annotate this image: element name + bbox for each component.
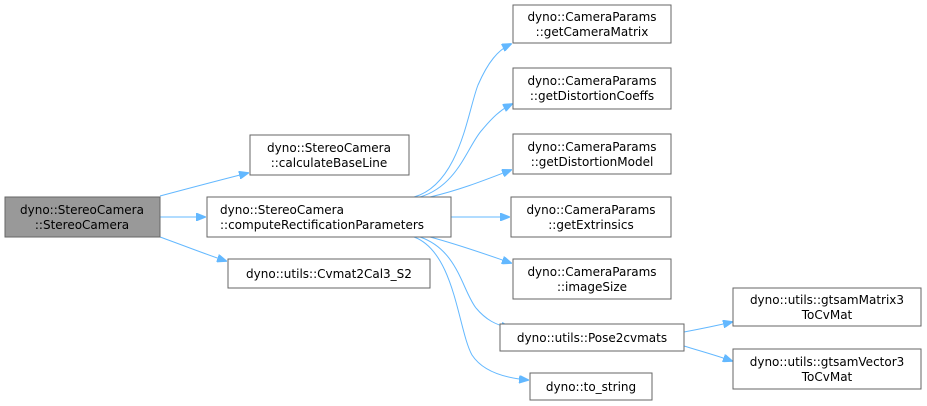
edges [159,44,732,380]
node-get-distortion-model[interactable]: dyno::CameraParams ::getDistortionModel [512,133,672,175]
edge-pose2cvmats-to-gtsam-matrix3 [683,322,732,333]
node-cvmat2cal3-line-1: dyno::utils::Cvmat2Cal3_S2 [246,267,412,281]
node-gtsam-vector3-line-1: dyno::utils::gtsamVector3 [750,355,905,369]
node-gtsam-matrix3-line-2: ToCvMat [801,308,853,322]
edge-pose2cvmats-to-gtsam-vector3 [683,345,732,361]
node-get-distortion-model-line-1: dyno::CameraParams [527,140,656,154]
node-get-camera-matrix[interactable]: dyno::CameraParams ::getCameraMatrix [512,4,672,44]
node-image-size-line-2: ::imageSize [557,280,627,294]
node-compute-rectification[interactable]: dyno::StereoCamera ::computeRectificatio… [206,196,452,238]
node-gtsam-vector3-line-2: ToCvMat [801,370,853,384]
node-root-line-2: ::StereoCamera [35,218,129,232]
node-gtsam-matrix3-line-1: dyno::utils::gtsamMatrix3 [750,293,904,307]
node-get-distortion-coeffs-line-2: ::getDistortionCoeffs [530,89,654,103]
edge-compute-to-get-distortion-coeffs [419,104,512,198]
node-get-camera-matrix-line-1: dyno::CameraParams [527,10,656,24]
node-get-distortion-coeffs[interactable]: dyno::CameraParams ::getDistortionCoeffs [512,67,672,110]
node-pose2cvmats-line-1: dyno::utils::Pose2cvmats [517,331,667,345]
node-image-size[interactable]: dyno::CameraParams ::imageSize [512,258,672,300]
edge-compute-to-pose2cvmats [419,236,510,328]
node-to-string[interactable]: dyno::to_string [529,372,653,401]
node-gtsam-matrix3[interactable]: dyno::utils::gtsamMatrix3 ToCvMat [732,287,922,327]
node-image-size-line-1: dyno::CameraParams [527,265,656,279]
node-calculate-baseline-line-1: dyno::StereoCamera [267,141,391,155]
node-get-distortion-model-line-2: ::getDistortionModel [531,155,654,169]
edge-root-to-calculate-baseline [159,173,248,197]
edge-compute-to-get-distortion-model [429,170,511,198]
node-root-line-1: dyno::StereoCamera [20,203,144,217]
node-get-extrinsics-line-1: dyno::CameraParams [526,203,655,217]
node-get-extrinsics-line-2: ::getExtrinsics [548,218,634,232]
node-root[interactable]: dyno::StereoCamera ::StereoCamera [4,196,161,238]
node-get-camera-matrix-line-2: ::getCameraMatrix [536,25,649,39]
edge-root-to-cvmat2cal3 [159,236,226,261]
node-get-extrinsics[interactable]: dyno::CameraParams ::getExtrinsics [510,196,672,238]
node-compute-rectification-line-1: dyno::StereoCamera [220,203,344,217]
node-cvmat2cal3[interactable]: dyno::utils::Cvmat2Cal3_S2 [227,258,431,289]
node-to-string-line-1: dyno::to_string [546,380,636,394]
node-compute-rectification-line-2: ::computeRectificationParameters [220,218,424,232]
edge-compute-to-image-size [429,236,511,263]
node-calculate-baseline[interactable]: dyno::StereoCamera ::calculateBaseLine [249,134,410,176]
node-get-distortion-coeffs-line-1: dyno::CameraParams [527,74,656,88]
node-gtsam-vector3[interactable]: dyno::utils::gtsamVector3 ToCvMat [732,348,922,390]
edge-compute-to-get-camera-matrix [413,44,511,198]
node-pose2cvmats[interactable]: dyno::utils::Pose2cvmats [499,323,685,352]
edge-compute-to-to-string [413,236,528,380]
node-calculate-baseline-line-2: ::calculateBaseLine [271,156,388,170]
